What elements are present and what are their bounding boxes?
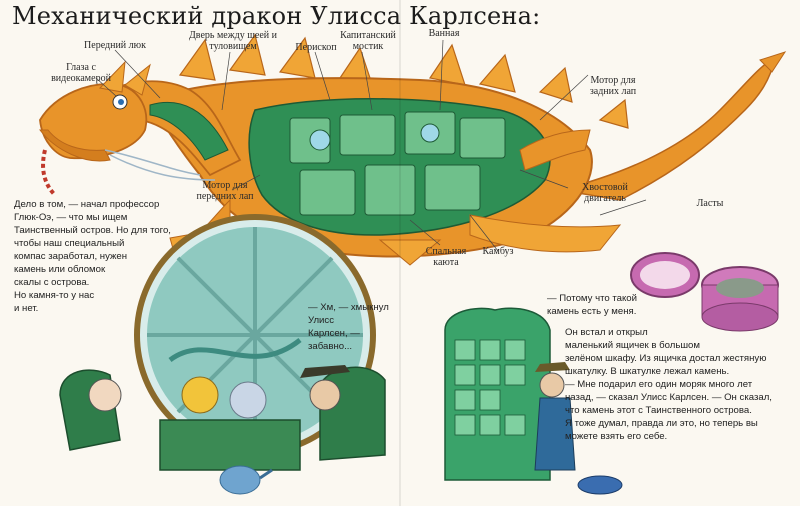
dragon-whiskers <box>104 149 216 181</box>
story-because: — Потому что такой камень есть у меня. <box>547 293 637 317</box>
rear-leg <box>519 129 591 171</box>
armchairs <box>59 366 386 471</box>
belly-fin <box>378 239 442 266</box>
dragon-tail-tip <box>759 51 787 73</box>
label-periscope: Перископ <box>295 42 337 53</box>
dragon-jaw <box>38 129 111 162</box>
interior-rooms <box>289 111 506 216</box>
ulysses-character <box>534 362 576 471</box>
page-title: Механический дракон Улисса Карлсена: <box>12 2 541 30</box>
label-cabin: Камбуз <box>482 246 514 257</box>
label-fins: Ласты <box>696 198 724 209</box>
dorsal-spikes <box>178 33 629 129</box>
dragon-horn <box>98 60 126 93</box>
green-cabinet <box>444 307 551 481</box>
label-door: Дверь между шеей и туловищем <box>188 30 278 52</box>
tin-box-lid <box>630 252 700 298</box>
neck-interior <box>149 101 229 161</box>
story-ulysses-reply: — Хм, — хмыкнул Улисс Карлсен, — забавно… <box>308 302 389 352</box>
dragon-tongue <box>41 149 57 197</box>
label-bridge: Капитанский мостик <box>340 30 396 52</box>
label-bathroom: Ванная <box>428 28 460 39</box>
label-front-motor: Мотор для передних лап <box>196 180 254 202</box>
label-eyes: Глаза с видеокамерой <box>51 62 111 84</box>
characters <box>88 365 350 419</box>
fins <box>469 214 622 253</box>
leader-lines <box>95 39 647 252</box>
cushion <box>577 475 623 495</box>
label-bedroom: Спальная каюта <box>425 246 467 268</box>
dragon-horn <box>124 63 151 96</box>
tin-box <box>701 266 779 332</box>
story-closing: Он встал и открыл маленький ящичек в бол… <box>565 327 772 442</box>
page-fold <box>399 0 401 506</box>
label-tail-motor: Хвостовой двигатель <box>582 182 628 204</box>
teapot <box>219 465 273 495</box>
label-rear-motor: Мотор для задних лап <box>589 75 637 97</box>
dragon-head <box>39 83 148 160</box>
label-front-hatch: Передний люк <box>84 40 146 51</box>
story-professor: Дело в том, — начал профессор Глюк-Оэ, —… <box>14 199 171 314</box>
